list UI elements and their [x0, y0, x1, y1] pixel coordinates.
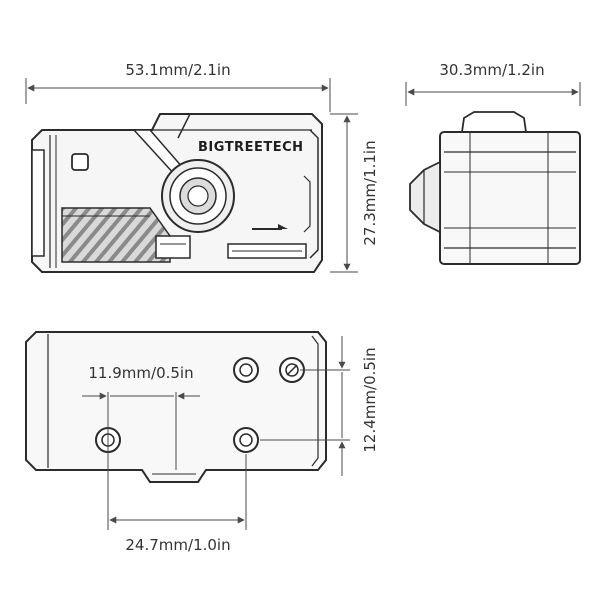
- hole-spacing-wide-dimension: 24.7mm/1.0in: [109, 454, 247, 554]
- arrow-icon: [252, 224, 288, 230]
- side-width-label: 30.3mm/1.2in: [439, 61, 544, 79]
- lens-icon: [161, 159, 235, 233]
- mounting-hole-icon: [233, 427, 259, 453]
- front-height-dimension: 27.3mm/1.1in: [330, 113, 379, 273]
- bottom-view: 11.9mm/0.5in 12.4mm/0.5in 24.7mm/1.0in: [25, 331, 379, 554]
- front-height-label: 27.3mm/1.1in: [361, 140, 379, 245]
- hole-spacing-small-dimension: 11.9mm/0.5in: [82, 364, 200, 530]
- side-view: 30.3mm/1.2in: [405, 61, 581, 265]
- hole-spacing-wide-label: 24.7mm/1.0in: [125, 536, 230, 554]
- front-width-dimension: 53.1mm/2.1in: [25, 61, 331, 112]
- indicator-light-icon: [71, 153, 89, 171]
- brand-logo: BIGTREETECH: [198, 140, 304, 155]
- side-width-dimension: 30.3mm/1.2in: [405, 61, 581, 106]
- mounting-hole-icon: [233, 357, 259, 383]
- hole-spacing-vertical-label: 12.4mm/0.5in: [361, 347, 379, 452]
- front-view: 53.1mm/2.1in 27.3mm/1.1in: [25, 61, 379, 273]
- camera-body-front: BIGTREETECH: [31, 113, 323, 273]
- camera-body-side: [409, 111, 581, 265]
- lens-side-icon: [409, 160, 441, 234]
- front-width-label: 53.1mm/2.1in: [125, 61, 230, 79]
- hole-spacing-small-label: 11.9mm/0.5in: [88, 364, 193, 382]
- hole-spacing-vertical-dimension: 12.4mm/0.5in: [260, 336, 379, 476]
